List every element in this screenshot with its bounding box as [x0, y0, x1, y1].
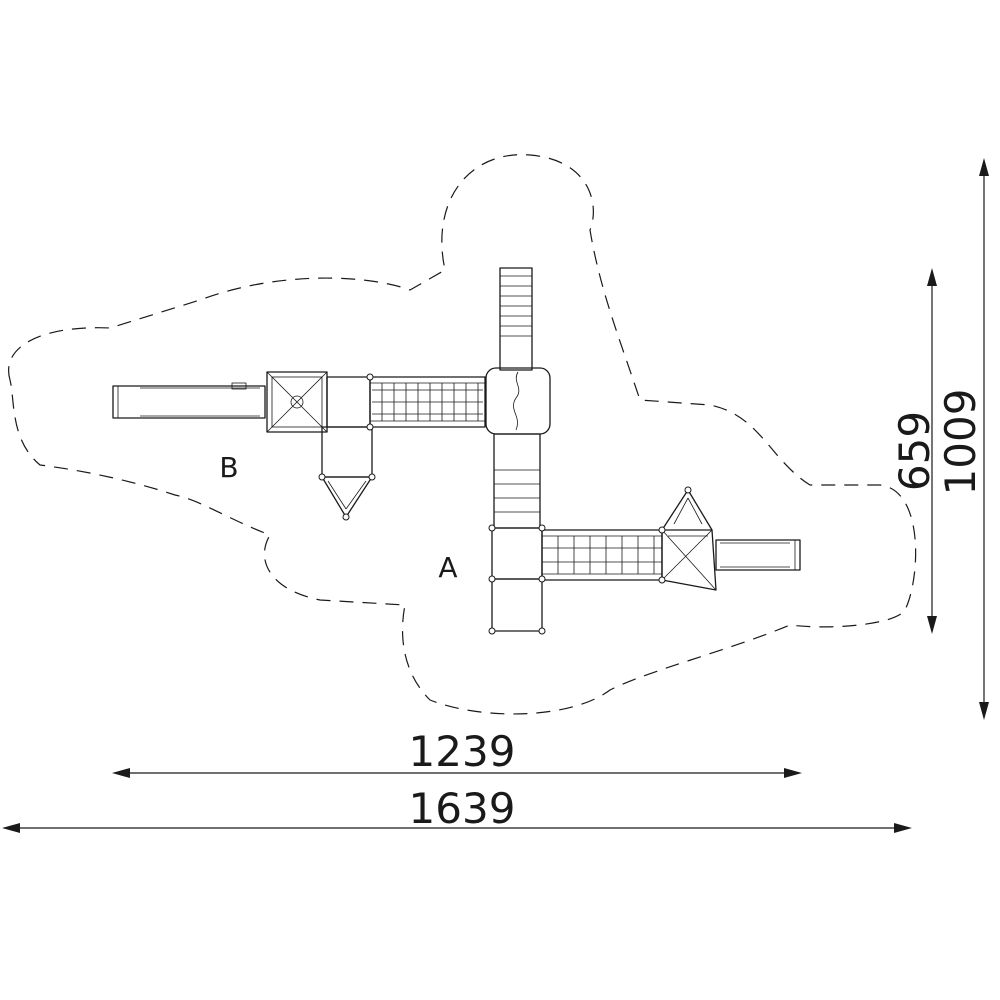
connector-tunnel	[493, 433, 541, 529]
roof-tower-b	[266, 371, 328, 433]
dimension-height-outer: 1009	[936, 158, 989, 720]
structure-b	[112, 371, 486, 521]
arrow-down-icon	[927, 616, 937, 634]
zone-label-b: B	[219, 451, 238, 484]
central-hub	[485, 267, 551, 529]
arrow-down-icon	[979, 702, 989, 720]
triangle-platform-b	[321, 476, 373, 518]
dimension-width-outer-label: 1639	[409, 784, 516, 833]
dimension-height-inner: 659	[890, 268, 939, 634]
platform-b-2	[321, 426, 373, 478]
arrow-left-icon	[2, 823, 20, 833]
arrow-left-icon	[112, 768, 130, 778]
dimension-width-outer: 1639	[2, 784, 912, 833]
structure-a	[488, 486, 801, 635]
platform-b-1	[326, 376, 371, 428]
roof-tower-a	[661, 489, 717, 591]
arrow-right-icon	[894, 823, 912, 833]
arrow-up-icon	[927, 268, 937, 286]
dimension-height-outer-label: 1009	[936, 389, 985, 496]
hub-platform	[485, 367, 551, 435]
arrow-right-icon	[784, 768, 802, 778]
arrow-up-icon	[979, 158, 989, 176]
dimension-width-inner: 1239	[112, 727, 802, 778]
slide-a	[715, 539, 801, 571]
slide-b	[112, 382, 266, 419]
net-bridge-b	[369, 376, 486, 428]
zone-label-a: A	[438, 551, 457, 584]
ladder	[499, 267, 533, 371]
platform-a-2	[491, 578, 543, 632]
dimension-width-inner-label: 1239	[409, 727, 516, 776]
safety-zone-outline	[8, 154, 917, 715]
bridge-a	[541, 529, 663, 581]
platform-a-1	[491, 527, 543, 580]
dimension-height-inner-label: 659	[890, 411, 939, 491]
